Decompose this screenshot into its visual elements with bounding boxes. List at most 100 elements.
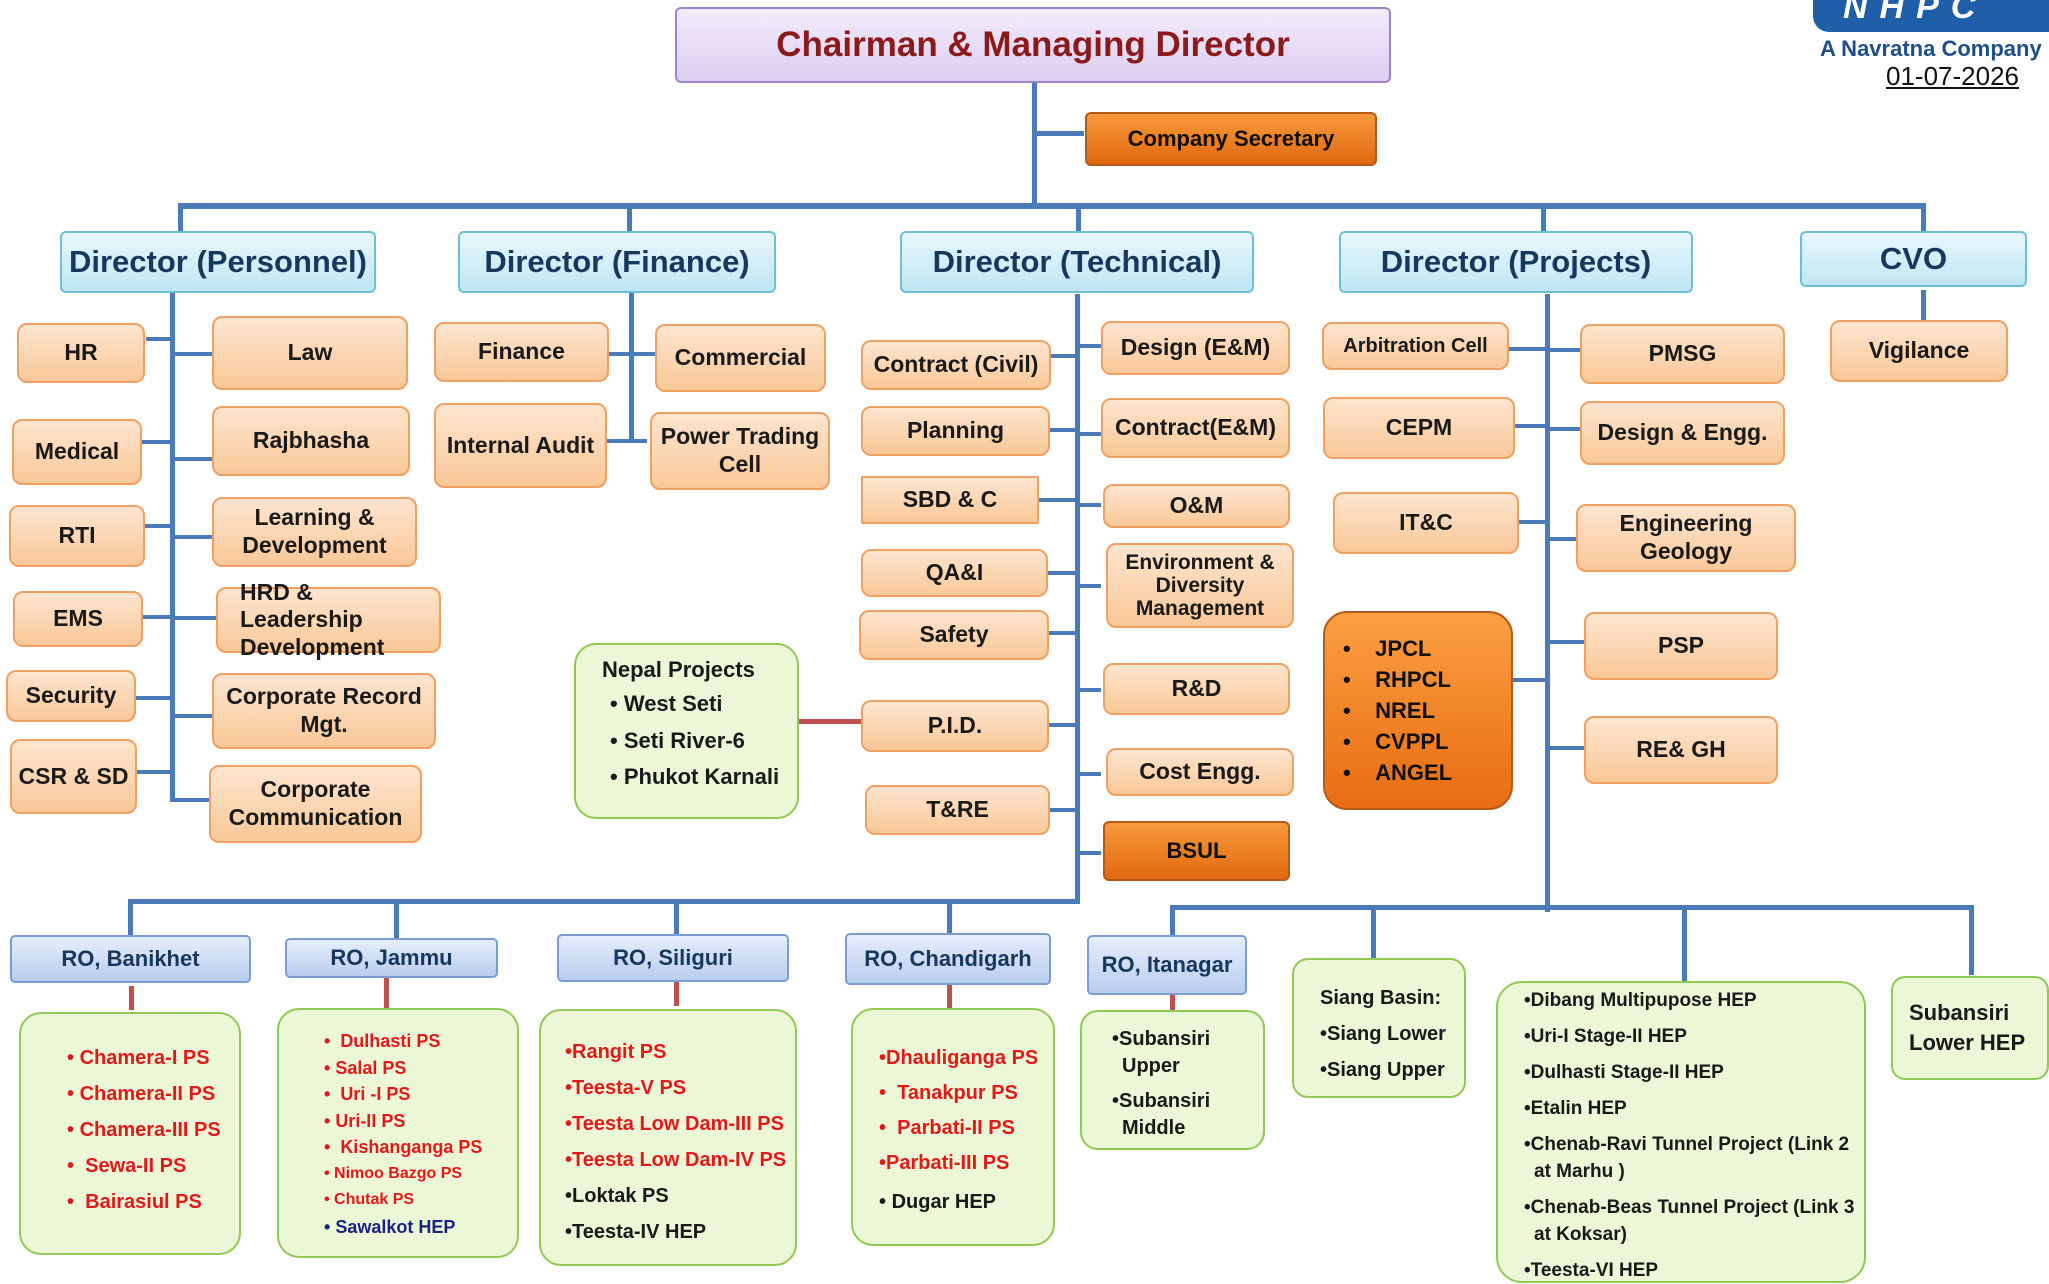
tech-r-d: R&D bbox=[1103, 663, 1290, 715]
company-secretary-box: Company Secretary bbox=[1085, 112, 1377, 166]
personnel-hr: HR bbox=[17, 323, 145, 383]
power-station-item: •Teesta-V PS bbox=[565, 1077, 687, 1099]
ro-chandigarh-list: •Dhauliganga PS • Tanakpur PS • Parbati-… bbox=[851, 1008, 1055, 1246]
power-station-item: •Teesta Low Dam-III PS bbox=[565, 1113, 784, 1135]
personnel-security: Security bbox=[6, 670, 136, 722]
project-item: •Uri-I Stage-II HEP bbox=[1524, 1026, 1687, 1047]
tech-bsul: BSUL bbox=[1103, 821, 1290, 881]
personnel-rajbhasha: Rajbhasha bbox=[212, 406, 410, 476]
personnel-medical: Medical bbox=[12, 419, 142, 485]
personnel-rti: RTI bbox=[9, 505, 145, 567]
finance-finance: Finance bbox=[434, 322, 609, 382]
tech-t-re: T&RE bbox=[865, 785, 1050, 835]
project-item: •Teesta-VI HEP bbox=[1524, 1260, 1659, 1281]
project-item: •Etalin HEP bbox=[1524, 1098, 1627, 1119]
projects-arbitration-cell: Arbitration Cell bbox=[1322, 322, 1509, 370]
project-item: •Chenab-Ravi Tunnel Project (Link 2 at M… bbox=[1524, 1134, 1850, 1182]
tech-sbd-c: SBD & C bbox=[861, 476, 1039, 524]
project-item: •Subansiri Middle bbox=[1112, 1090, 1211, 1139]
power-station-item: • Uri-II PS bbox=[324, 1110, 406, 1131]
project-item: •Dibang Multipupose HEP bbox=[1524, 990, 1757, 1011]
cvo-box: CVO bbox=[1800, 231, 2027, 287]
director-finance-box: Director (Finance) bbox=[458, 231, 776, 293]
ro-chandigarh: RO, Chandigarh bbox=[845, 933, 1051, 985]
tech-pid: P.I.D. bbox=[861, 700, 1049, 752]
project-item: •Dulhasti Stage-II HEP bbox=[1524, 1062, 1724, 1083]
power-station-item: • Chamera-II PS bbox=[67, 1083, 216, 1105]
project-item: •Subansiri Upper bbox=[1112, 1028, 1211, 1077]
projects-psp: PSP bbox=[1584, 612, 1778, 680]
personnel-ems: EMS bbox=[13, 591, 143, 647]
projects-pmsg: PMSG bbox=[1580, 324, 1785, 384]
chairman-title: Chairman & Managing Director bbox=[776, 25, 1290, 64]
nepal-project-item: • Seti River-6 bbox=[610, 727, 745, 753]
tech-o-m: O&M bbox=[1103, 484, 1290, 528]
project-item: •Chenab-Beas Tunnel Project (Link 3 at K… bbox=[1524, 1197, 1855, 1245]
power-station-item: • Bairasiul PS bbox=[67, 1191, 202, 1213]
ro-jammu-list: • Dulhasti PS • Salal PS • Uri -I PS • U… bbox=[277, 1008, 519, 1258]
tech-cost-engg: Cost Engg. bbox=[1106, 748, 1294, 796]
nepal-project-item: • Phukot Karnali bbox=[610, 764, 780, 790]
power-station-item: • Uri -I PS bbox=[324, 1084, 411, 1104]
nepal-projects-title: Nepal Projects bbox=[602, 657, 755, 682]
project-item: •Siang Upper bbox=[1320, 1059, 1445, 1081]
projects-design-engg: Design & Engg. bbox=[1580, 401, 1785, 465]
jv-item: • CVPPL bbox=[1343, 729, 1449, 754]
ro-siliguri-list: •Rangit PS •Teesta-V PS •Teesta Low Dam-… bbox=[539, 1009, 797, 1266]
power-station-item: •Loktak PS bbox=[565, 1185, 669, 1207]
power-station-item: •Teesta Low Dam-IV PS bbox=[565, 1149, 787, 1171]
tech-planning: Planning bbox=[861, 406, 1050, 456]
cvo-vigilance: Vigilance bbox=[1830, 320, 2008, 382]
tagline: A Navratna Company bbox=[1820, 36, 2042, 61]
projects-engineering-geology: Engineering Geology bbox=[1576, 504, 1796, 572]
personnel-learning-development: Learning & Development bbox=[212, 497, 417, 567]
jv-item: • RHPCL bbox=[1343, 667, 1451, 692]
projects-re-gh: RE& GH bbox=[1584, 716, 1778, 784]
company-logo: NHPC bbox=[1813, 0, 2049, 32]
power-station-item: •Dhauliganga PS bbox=[879, 1047, 1039, 1069]
director-technical-box: Director (Technical) bbox=[900, 231, 1254, 293]
tech-design-em: Design (E&M) bbox=[1101, 321, 1290, 375]
projects-cepm: CEPM bbox=[1323, 397, 1515, 459]
project-item: • Dugar HEP bbox=[879, 1191, 997, 1213]
personnel-law: Law bbox=[212, 316, 408, 390]
subansiri-lower-box: Subansiri Lower HEP bbox=[1891, 976, 2049, 1080]
personnel-corporate-record: Corporate Record Mgt. bbox=[212, 673, 436, 749]
finance-power-trading: Power Trading Cell bbox=[650, 412, 830, 490]
ro-jammu: RO, Jammu bbox=[285, 938, 498, 978]
power-station-item: • Nimoo Bazgo PS bbox=[324, 1164, 463, 1182]
finance-commercial: Commercial bbox=[655, 324, 826, 392]
finance-internal-audit: Internal Audit bbox=[434, 403, 607, 488]
director-projects-box: Director (Projects) bbox=[1339, 231, 1693, 293]
tech-safety: Safety bbox=[859, 610, 1049, 660]
power-station-item: • Kishanganga PS bbox=[324, 1137, 483, 1157]
power-station-item: • Chamera-I PS bbox=[67, 1047, 210, 1069]
tech-contract-em: Contract(E&M) bbox=[1101, 398, 1290, 458]
ro-banikhet-list: • Chamera-I PS • Chamera-II PS • Chamera… bbox=[19, 1012, 241, 1255]
project-item: •Teesta-IV HEP bbox=[565, 1221, 707, 1243]
power-station-item: • Sewa-II PS bbox=[67, 1155, 187, 1177]
project-item: • Sawalkot HEP bbox=[324, 1216, 456, 1237]
chairman-box: Chairman & Managing Director bbox=[675, 7, 1391, 83]
power-station-item: • Tanakpur PS bbox=[879, 1082, 1018, 1104]
ro-banikhet: RO, Banikhet bbox=[10, 935, 251, 983]
personnel-hrd-leadership: HRD & Leadership Development bbox=[216, 579, 441, 660]
personnel-csr-sd: CSR & SD bbox=[10, 739, 137, 814]
power-station-item: •Rangit PS bbox=[565, 1041, 667, 1063]
jv-item: • ANGEL bbox=[1343, 760, 1453, 785]
ro-itanagar-list: •Subansiri Upper •Subansiri Middle bbox=[1080, 1010, 1265, 1150]
tech-contract-civil: Contract (Civil) bbox=[861, 340, 1051, 390]
power-station-item: • Chamera-III PS bbox=[67, 1119, 221, 1141]
projects-jv-box: • JPCL • RHPCL • NREL • CVPPL • ANGEL bbox=[1323, 611, 1513, 810]
power-station-item: • Chutak PS bbox=[324, 1191, 415, 1208]
ro-siliguri: RO, Siliguri bbox=[557, 934, 789, 982]
siang-basin-title: Siang Basin: bbox=[1320, 987, 1442, 1009]
power-station-item: • Salal PS bbox=[324, 1057, 407, 1078]
power-station-item: • Parbati-II PS bbox=[879, 1117, 1015, 1139]
siang-basin-box: Siang Basin: •Siang Lower •Siang Upper bbox=[1292, 958, 1466, 1098]
ro-itanagar: RO, Itanagar bbox=[1087, 935, 1247, 995]
power-station-item: • Dulhasti PS bbox=[324, 1031, 441, 1051]
nepal-project-item: • West Seti bbox=[610, 691, 723, 717]
jv-item: • JPCL bbox=[1343, 636, 1432, 661]
project-item: •Siang Lower bbox=[1320, 1023, 1446, 1045]
